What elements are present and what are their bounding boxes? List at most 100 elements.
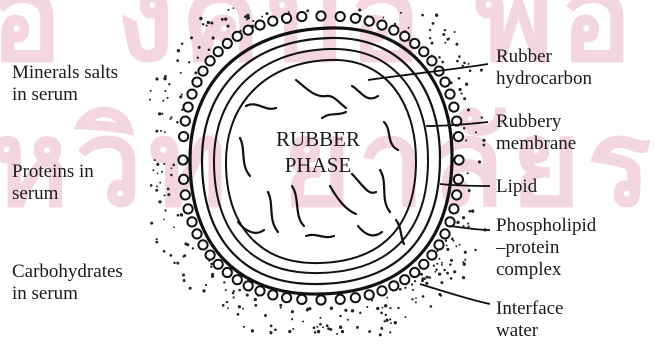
serum-dot xyxy=(382,307,384,309)
serum-dot xyxy=(444,29,446,31)
phospholipid-protein-bead xyxy=(316,295,325,304)
serum-dot xyxy=(438,56,441,59)
serum-dot xyxy=(158,200,161,203)
serum-dot xyxy=(327,327,329,329)
label-proteins-line-1: Proteins in xyxy=(12,161,94,182)
serum-dot xyxy=(481,116,483,118)
phospholipid-protein-bead xyxy=(198,240,207,249)
serum-dot xyxy=(480,69,483,72)
serum-dot xyxy=(169,118,171,120)
serum-dot xyxy=(316,326,318,328)
serum-dot xyxy=(433,265,435,267)
serum-dot xyxy=(431,42,434,45)
serum-dot xyxy=(411,283,413,285)
serum-dot xyxy=(429,29,431,31)
phospholipid-protein-bead xyxy=(336,12,345,21)
phospholipid-protein-bead xyxy=(268,290,277,299)
serum-dot xyxy=(170,167,172,169)
phospholipid-protein-bead xyxy=(336,295,345,304)
serum-dot xyxy=(432,22,435,25)
serum-dot xyxy=(445,239,447,241)
label-minerals-line-1: Minerals salts xyxy=(12,62,118,83)
serum-dot xyxy=(232,7,234,9)
phospholipid-protein-bead xyxy=(365,17,374,26)
serum-dot xyxy=(442,33,445,36)
phospholipid-protein-bead xyxy=(440,229,449,238)
serum-dot xyxy=(475,131,477,133)
serum-dot xyxy=(478,160,481,163)
serum-dot xyxy=(463,263,466,266)
phospholipid-protein-bead xyxy=(440,78,449,87)
strand xyxy=(306,235,334,237)
serum-dot xyxy=(404,287,406,289)
serum-dot xyxy=(192,247,194,249)
serum-dot xyxy=(233,296,235,298)
phospholipid-protein-bead xyxy=(268,17,277,26)
serum-dot xyxy=(420,273,423,276)
serum-dot xyxy=(176,121,179,124)
serum-dot xyxy=(358,8,361,11)
serum-dot xyxy=(458,88,461,91)
serum-dot xyxy=(385,319,388,322)
serum-dot xyxy=(455,245,457,247)
serum-dot xyxy=(149,99,151,101)
label-phospholipid-line-3: complex xyxy=(496,259,562,280)
label-carbohydrates-line-1: Carbohydrates xyxy=(12,261,123,282)
serum-dot xyxy=(238,305,241,308)
serum-dot xyxy=(152,169,154,171)
serum-dot xyxy=(150,184,153,187)
serum-dot xyxy=(164,90,166,92)
serum-dot xyxy=(435,14,438,17)
serum-dot xyxy=(400,12,402,14)
serum-dot xyxy=(181,94,183,96)
serum-dot xyxy=(210,266,212,268)
serum-dot xyxy=(467,223,469,225)
serum-dot xyxy=(205,284,207,286)
phospholipid-protein-bead xyxy=(233,32,242,41)
serum-dot xyxy=(288,11,290,13)
serum-dot xyxy=(389,318,391,320)
serum-dot xyxy=(232,292,235,295)
serum-dot xyxy=(452,240,454,242)
serum-dot xyxy=(319,317,321,319)
phospholipid-protein-bead xyxy=(434,240,443,249)
serum-dot xyxy=(246,14,249,17)
serum-dot xyxy=(330,307,333,310)
serum-dot xyxy=(423,277,426,280)
serum-dot xyxy=(208,49,211,52)
serum-dot xyxy=(150,90,152,92)
serum-dot xyxy=(389,331,391,333)
serum-dot xyxy=(164,75,167,78)
serum-dot xyxy=(179,95,182,98)
serum-dot xyxy=(156,238,158,240)
serum-dot xyxy=(380,312,383,315)
serum-dot xyxy=(266,12,269,15)
serum-dot xyxy=(198,46,201,49)
serum-dot xyxy=(155,241,158,244)
serum-dot xyxy=(158,112,161,115)
serum-dot xyxy=(227,25,230,28)
serum-dot xyxy=(356,326,359,329)
phospholipid-protein-bead xyxy=(297,295,306,304)
serum-dot xyxy=(443,269,446,272)
serum-dot xyxy=(415,297,417,299)
serum-dot xyxy=(162,100,164,102)
serum-dot xyxy=(224,17,227,20)
serum-dot xyxy=(302,321,304,323)
serum-dot xyxy=(176,59,179,62)
serum-dot xyxy=(164,131,166,133)
serum-dot xyxy=(482,139,485,142)
serum-dot xyxy=(465,83,468,86)
serum-dot xyxy=(462,216,465,219)
serum-dot xyxy=(183,279,186,282)
serum-dot xyxy=(434,271,436,273)
serum-dot xyxy=(169,254,172,257)
serum-dot xyxy=(394,321,397,324)
serum-dot xyxy=(221,18,224,21)
serum-dot xyxy=(464,259,466,261)
serum-dot xyxy=(159,182,161,184)
serum-dot xyxy=(180,213,183,216)
serum-dot xyxy=(441,264,443,266)
phospholipid-protein-bead xyxy=(449,204,458,213)
